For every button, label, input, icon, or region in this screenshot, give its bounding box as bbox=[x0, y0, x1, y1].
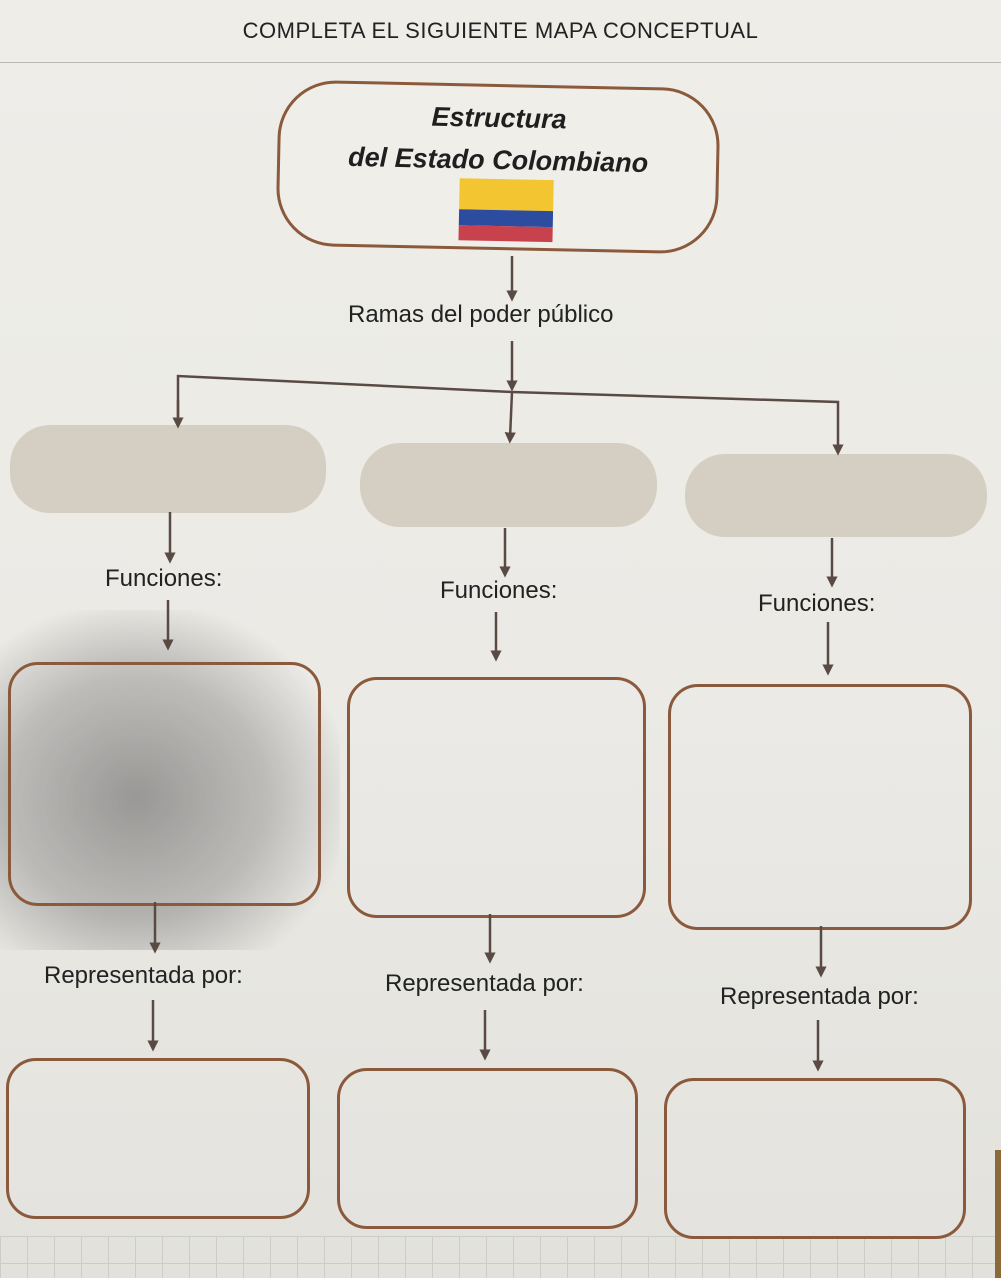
funciones-box-3[interactable] bbox=[668, 684, 972, 930]
branch-box-1[interactable] bbox=[10, 425, 326, 513]
funciones-box-1[interactable] bbox=[8, 662, 321, 906]
branch-box-2[interactable] bbox=[360, 443, 657, 527]
funciones-label-1: Funciones: bbox=[105, 565, 223, 592]
representada-box-1[interactable] bbox=[6, 1058, 310, 1219]
branch-box-3[interactable] bbox=[685, 454, 987, 537]
page-heading: COMPLETA EL SIGUIENTE MAPA CONCEPTUAL bbox=[242, 18, 759, 43]
arrow-bar-to-branch-2 bbox=[504, 391, 516, 444]
grid-paper-strip bbox=[0, 1236, 1001, 1278]
representada-box-3[interactable] bbox=[664, 1078, 966, 1239]
notebook-edge bbox=[995, 1150, 1001, 1278]
funciones-box-2[interactable] bbox=[347, 677, 646, 918]
branch-bar bbox=[176, 374, 844, 456]
representada-label-3: Representada por: bbox=[720, 983, 919, 1010]
funciones-label-2: Funciones: bbox=[440, 577, 558, 604]
funciones-label-3: Funciones: bbox=[758, 590, 876, 617]
sheet-edge-line bbox=[0, 62, 1001, 63]
representada-label-1: Representada por: bbox=[44, 962, 243, 989]
ramas-label: Ramas del poder público bbox=[348, 301, 614, 328]
representada-label-2: Representada por: bbox=[385, 970, 584, 997]
representada-box-2[interactable] bbox=[337, 1068, 638, 1229]
